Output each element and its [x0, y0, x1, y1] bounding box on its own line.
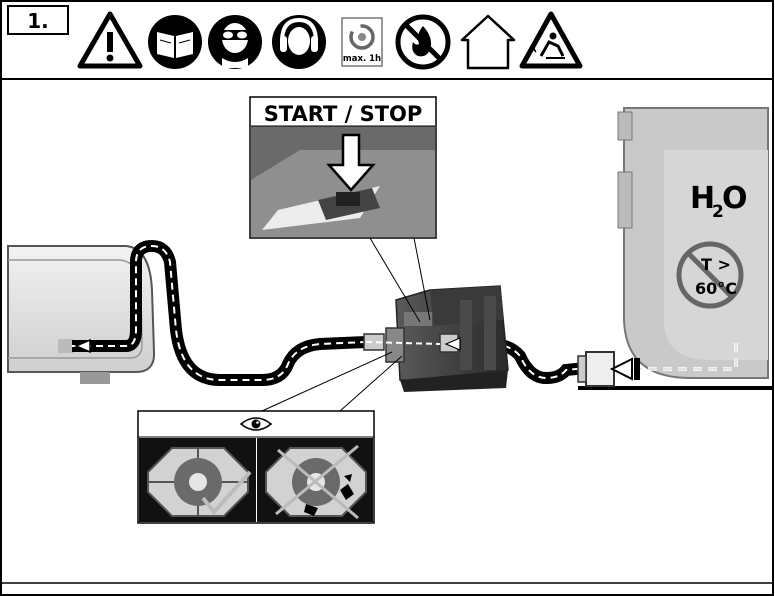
press-arrow-icon [326, 133, 376, 192]
inspection-callout [137, 410, 375, 524]
step-number: 1. [27, 9, 49, 33]
max-runtime-icon: max. 1h [341, 17, 383, 67]
tank-connector [577, 351, 640, 387]
indoor-use-icon [460, 14, 516, 70]
step-number-box [7, 5, 69, 35]
flow-arrow-icon [74, 338, 91, 354]
start-stop-callout: START / STOP [249, 96, 437, 239]
cross-icon [275, 444, 359, 520]
start-stop-button[interactable] [336, 192, 360, 206]
read-manual-icon [148, 15, 202, 69]
slip-hazard-icon [519, 11, 583, 69]
temp-limit-line2: 60°C [695, 279, 737, 298]
temp-limit-line1: T > [701, 255, 731, 274]
no-open-flame-icon [395, 14, 451, 70]
tank-sub-label: 2 [712, 202, 724, 222]
start-stop-label: START / STOP [264, 102, 423, 126]
filter-ok-panel [139, 438, 256, 522]
filter-dirty-panel [257, 438, 373, 522]
svg-text:max. 1h: max. 1h [343, 54, 381, 64]
tank-o-label: O [722, 181, 748, 216]
pump-unit [363, 285, 509, 392]
warning-triangle-icon [77, 11, 143, 69]
eye-icon [239, 417, 273, 431]
water-tank [578, 107, 773, 390]
check-icon [201, 470, 252, 516]
no-hot-water-icon [676, 241, 744, 309]
tank-h-label: H [690, 181, 715, 216]
ear-protection-icon [272, 15, 326, 69]
safety-goggles-icon [208, 15, 262, 69]
